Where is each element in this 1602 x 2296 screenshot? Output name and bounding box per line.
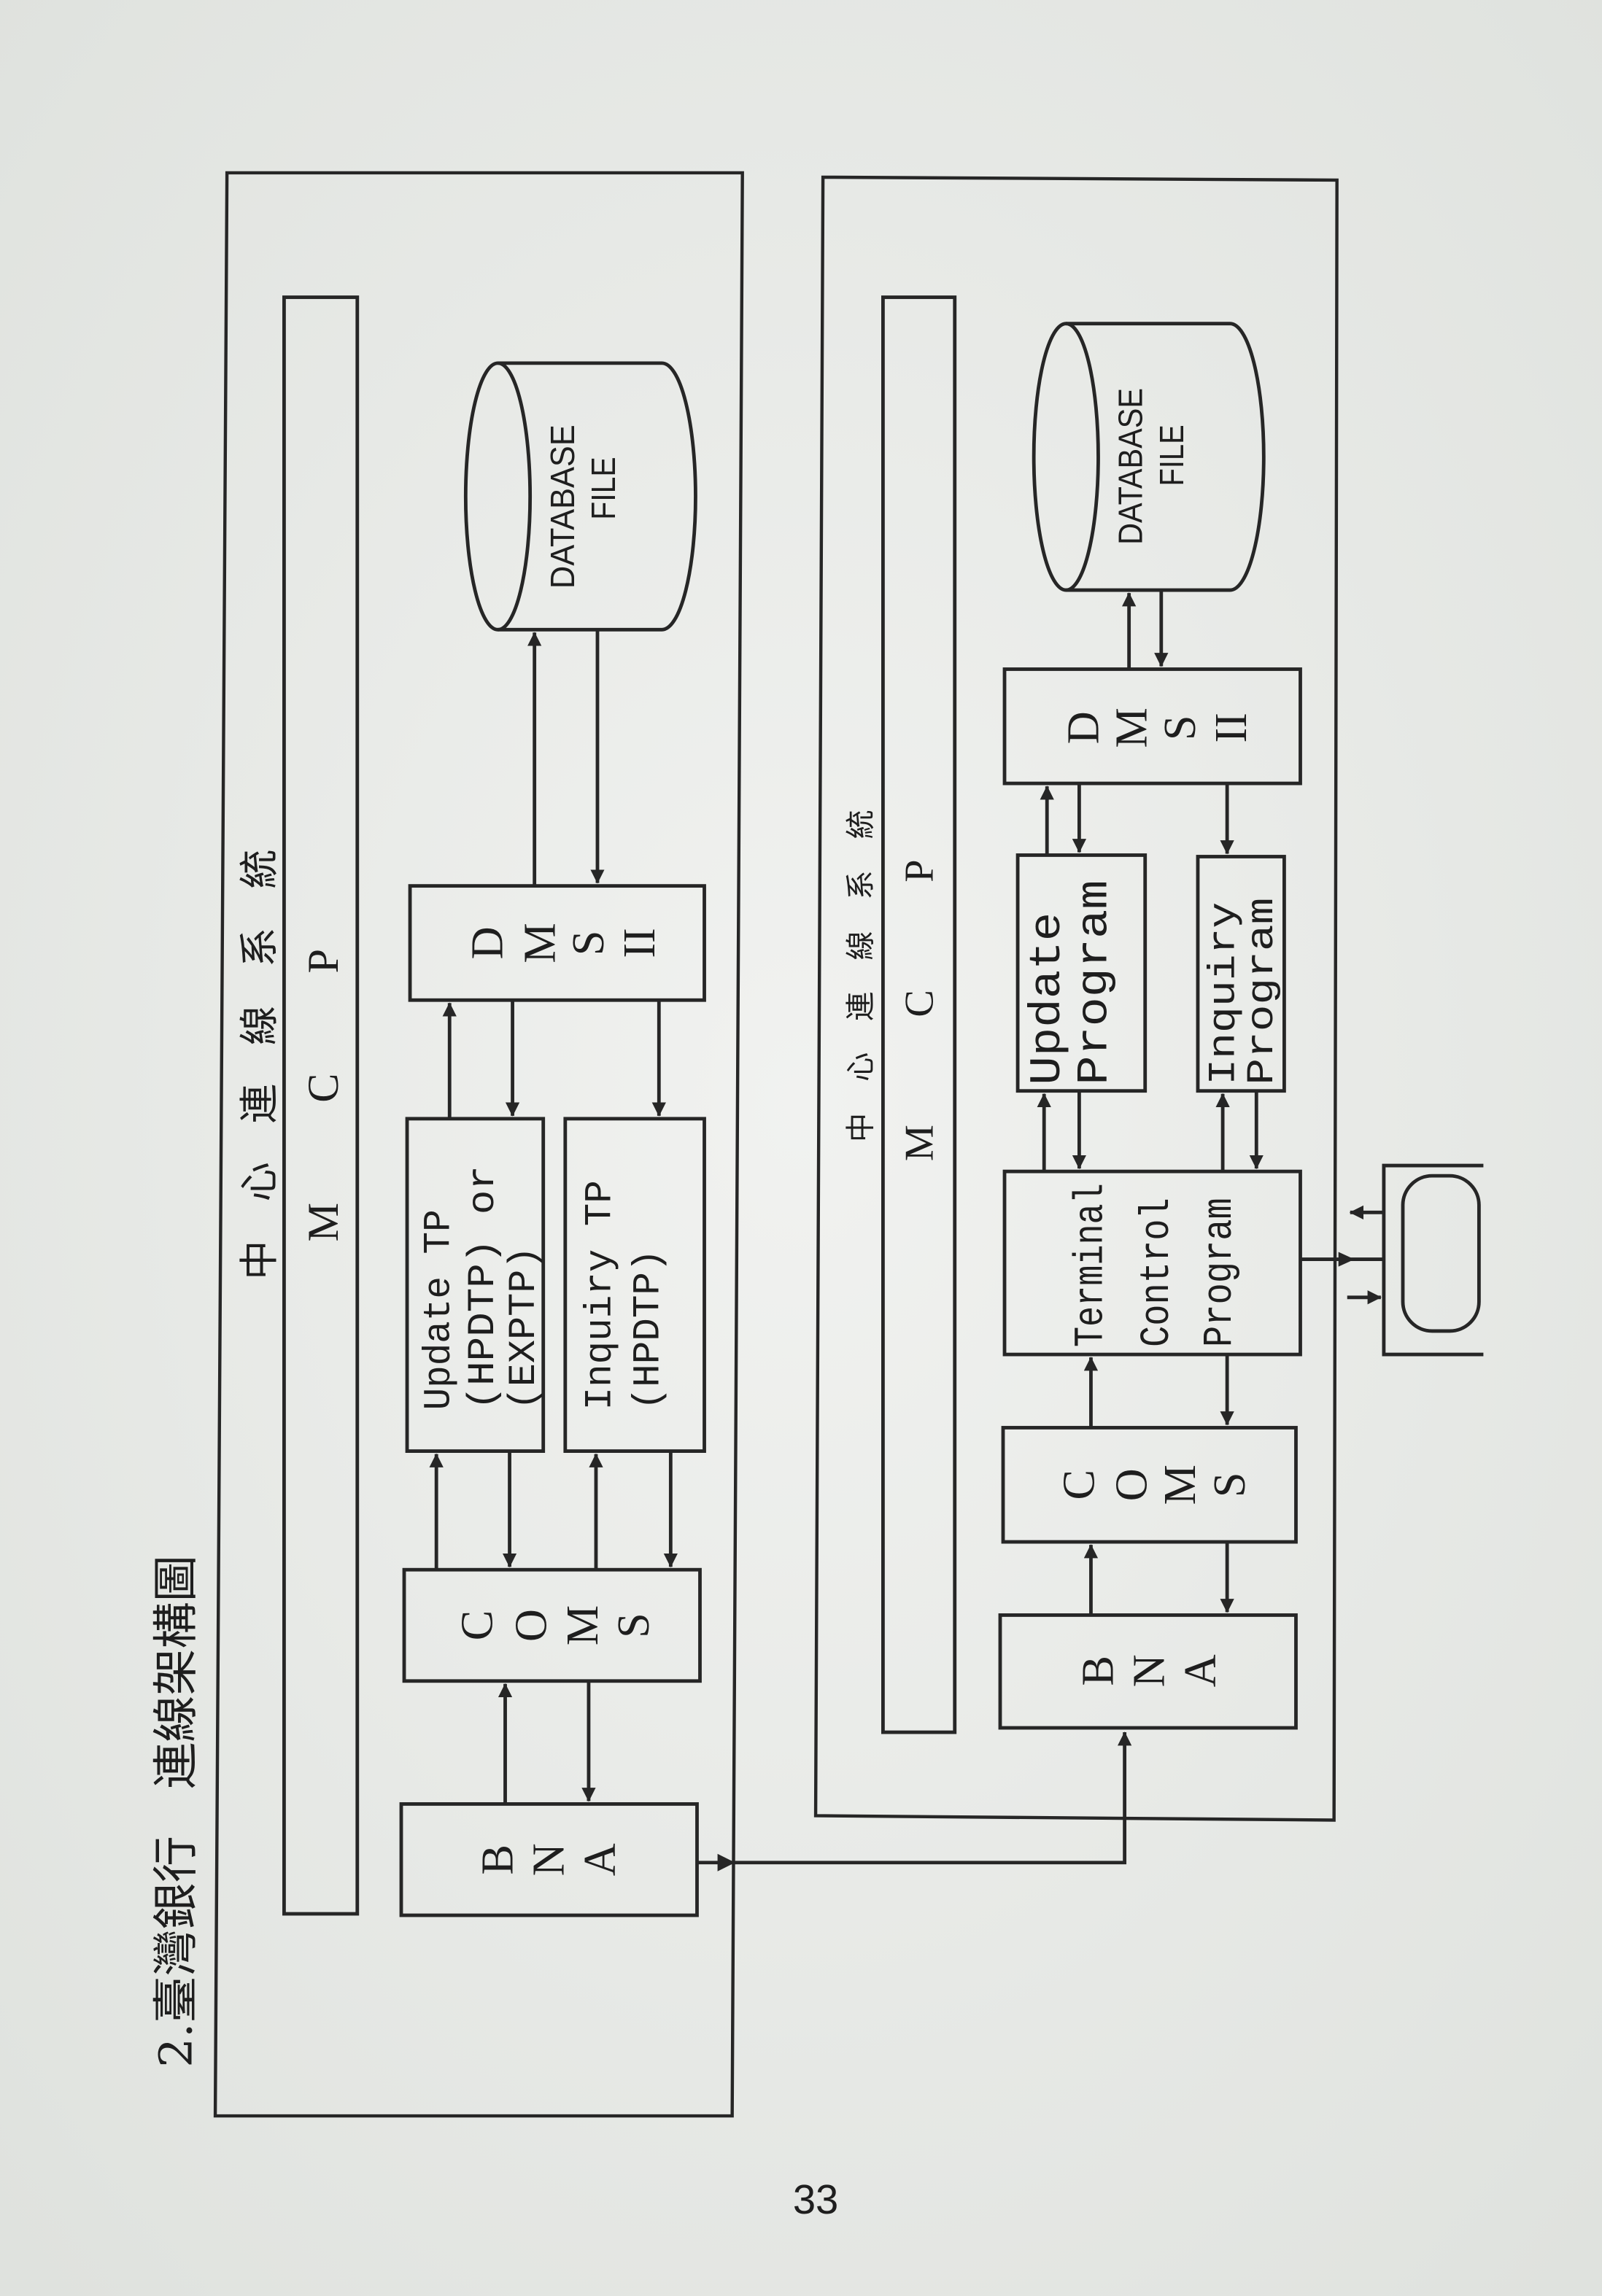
right-coms-letter: O (1107, 1468, 1157, 1501)
left-update-tp-box: Update TP (HPDTP) or (EXPTP) (405, 1117, 546, 1453)
left-inquiry-tp-frame (563, 1117, 706, 1453)
right-bna-letter: B (1073, 1656, 1123, 1686)
left-bna-letter: B (473, 1845, 522, 1875)
right-mcp-bar (881, 295, 957, 1734)
right-update-program-line: Update (1024, 912, 1073, 1085)
left-coms-frame (402, 1567, 702, 1683)
left-coms-box: C O M S (402, 1567, 702, 1683)
inter-system-link (697, 1731, 1132, 1872)
left-bna-frame (399, 1802, 699, 1917)
right-inquiry-program-line: Inquiry (1203, 902, 1246, 1085)
left-database-label: FILE (584, 457, 622, 519)
left-mcp-bar (282, 295, 360, 1916)
right-tcp-line: Program (1196, 1198, 1243, 1347)
left-update-tp-line: Update TP (418, 1209, 461, 1410)
left-dms-box: D M S II (408, 884, 706, 1002)
left-database-cylinder: DATABASE FILE (463, 361, 697, 632)
right-bna-box: B N A (998, 1613, 1298, 1730)
right-update-program-frame (1015, 853, 1148, 1093)
right-update-program-line: Program (1070, 880, 1120, 1085)
right-coms-box: C O M S (1001, 1426, 1298, 1544)
terminal-monitor-icon (1300, 1163, 1484, 1357)
left-database-label: DATABASE (543, 424, 581, 589)
left-dms-letter: II (615, 928, 665, 958)
left-dms-letter: D (463, 926, 512, 959)
left-system-panel: 中心連線系統 MCP DATABASE FILE D M S II Update… (213, 171, 744, 2118)
right-coms-letter: C (1054, 1470, 1104, 1500)
left-dms-letter: M (516, 923, 565, 963)
right-database-cylinder: DATABASE FILE (1032, 322, 1266, 592)
right-inquiry-program-line: Program (1241, 898, 1284, 1085)
left-arrows (429, 629, 678, 1804)
right-update-program-box: Update Program (1015, 853, 1148, 1093)
right-database-body (1066, 322, 1266, 592)
left-bna-letter: A (576, 1843, 625, 1876)
left-update-tp-line: (EXPTP) (503, 1246, 546, 1411)
right-inquiry-program-box: Inquiry Program (1196, 855, 1286, 1093)
right-arrows (1037, 590, 1264, 1616)
link-arrowhead-icon (717, 1853, 735, 1872)
left-coms-letter: M (558, 1605, 608, 1645)
tcp-to-terminal-arrowhead-icon (1338, 1252, 1355, 1267)
left-inquiry-tp-line: (HPDTP) (627, 1249, 670, 1411)
left-dms-letter: S (564, 931, 614, 956)
right-terminal-control-program-box: Terminal Control Program (1002, 1169, 1302, 1357)
left-bna-box: B N A (399, 1802, 699, 1917)
right-database-label: DATABASE (1112, 388, 1150, 545)
left-dms-frame (408, 884, 706, 1002)
page-title: 2.臺灣銀行 連線架構圖 (149, 1555, 202, 2068)
right-bna-letter: A (1176, 1654, 1226, 1687)
left-coms-letter: S (609, 1613, 659, 1638)
right-bna-letter: N (1125, 1654, 1175, 1687)
left-coms-letter: C (452, 1610, 502, 1641)
right-dms-letter: S (1156, 715, 1205, 740)
right-dms-letter: M (1107, 707, 1157, 748)
right-coms-letter: M (1156, 1465, 1205, 1505)
left-panel-frame (213, 171, 744, 2118)
left-bna-letter: N (525, 1843, 574, 1876)
right-dms-letter: D (1059, 711, 1108, 744)
right-terminal-control-program-frame (1002, 1169, 1302, 1357)
right-panel-frame (813, 175, 1339, 1822)
right-coms-letter: S (1205, 1472, 1255, 1497)
right-coms-frame (1001, 1426, 1298, 1544)
right-dms-frame (1002, 667, 1302, 786)
left-update-tp-frame (405, 1117, 546, 1453)
left-coms-letter: O (507, 1609, 557, 1642)
monitor-screen (1401, 1174, 1481, 1333)
left-inquiry-tp-box: Inquiry TP (HPDTP) (563, 1117, 706, 1453)
right-dms-box: D M S II (1002, 667, 1302, 786)
right-dms-letter: II (1207, 713, 1256, 742)
link-line (697, 1731, 1132, 1865)
right-inquiry-program-frame (1196, 855, 1286, 1093)
page-number: 33 (793, 2176, 838, 2222)
right-tcp-line: Terminal (1067, 1183, 1114, 1347)
right-bna-frame (998, 1613, 1298, 1730)
right-tcp-line: Control (1134, 1198, 1180, 1347)
right-database-label: FILE (1153, 424, 1191, 486)
left-database-body (498, 361, 697, 632)
left-update-tp-line: (HPDTP) or (462, 1166, 505, 1410)
left-inquiry-tp-line: Inquiry TP (579, 1180, 622, 1410)
